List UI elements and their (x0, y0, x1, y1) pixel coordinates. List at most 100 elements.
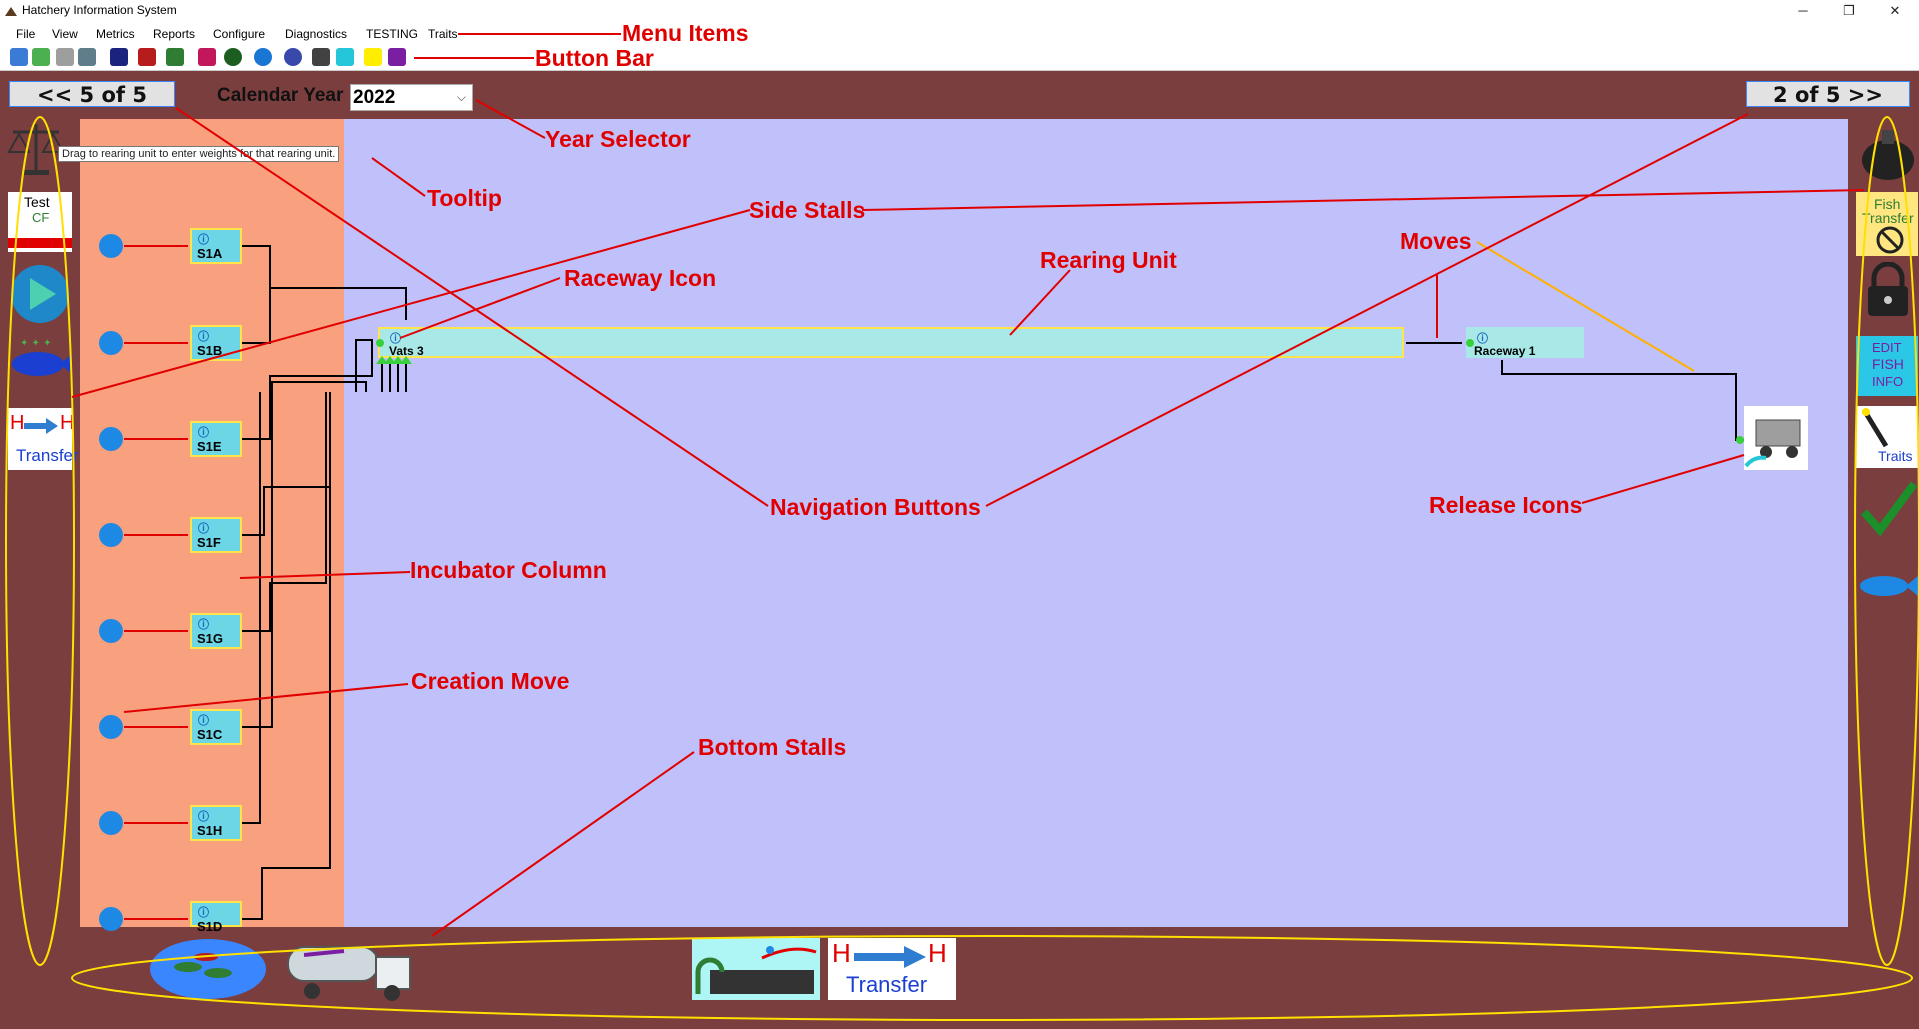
play-icon[interactable] (254, 48, 272, 66)
checkmark-icon[interactable] (1858, 478, 1918, 538)
edit-fish-info-stall[interactable]: EDIT FISH INFO (1856, 336, 1918, 396)
info-label: INFO (1872, 374, 1904, 389)
rearing-unit-label: Vats 3 (389, 344, 424, 358)
menu-metrics[interactable]: Metrics (96, 27, 135, 41)
pond-transfer-icon[interactable] (692, 938, 820, 1000)
incubator-stall[interactable]: ⓘ S1A (190, 228, 242, 264)
incubator-stall[interactable]: ⓘ S1H (190, 805, 242, 841)
nav-next-button[interactable]: 2 of 5 >> (1746, 81, 1910, 107)
annotation-tooltip: Tooltip (427, 185, 502, 211)
tools-icon[interactable] (312, 48, 330, 66)
annotation-creation-move: Creation Move (411, 668, 570, 694)
stall-label: S1E (197, 439, 222, 454)
stall-label: S1H (197, 823, 223, 838)
fish-play-icon[interactable] (10, 264, 70, 324)
restore-button[interactable]: ❐ (1843, 3, 1855, 18)
report-icon[interactable] (78, 48, 96, 66)
globe-icon[interactable] (224, 48, 242, 66)
calendar-icon[interactable] (166, 48, 184, 66)
chevron-down-icon: ⌵ (456, 90, 466, 104)
menu-file[interactable]: File (16, 27, 36, 41)
hatchery-transfer-bottom[interactable]: H H Transfer (828, 938, 956, 1000)
incubator-stall[interactable]: ⓘ S1D (190, 901, 242, 934)
incubator-stall[interactable]: ⓘ S1G (190, 613, 242, 649)
traits-stall[interactable]: Traits (1856, 406, 1918, 468)
annotation-incubator-column: Incubator Column (410, 557, 607, 583)
stall-label: S1G (197, 631, 224, 646)
nav-prev-button[interactable]: << 5 of 5 (9, 81, 175, 107)
menu-traits[interactable]: Traits (428, 27, 458, 41)
calendar-year-label: Calendar Year (217, 85, 344, 106)
window-title: Hatchery Information System (22, 3, 177, 17)
h-left-label: H (832, 938, 851, 968)
truck-icon[interactable] (284, 935, 414, 1005)
spec-icon[interactable] (336, 48, 354, 66)
info-icon: ⓘ (1477, 333, 1488, 345)
nav-icon[interactable] (10, 48, 28, 66)
incubator-stall[interactable]: ⓘ S1B (190, 325, 242, 361)
transfer-label: Transfer (1862, 210, 1914, 226)
save-icon[interactable] (32, 48, 50, 66)
h-left-label: H (10, 412, 25, 434)
incubator-stall[interactable]: ⓘ S1E (190, 421, 242, 457)
incubator-feeds (99, 234, 123, 931)
tooltip: Drag to rearing unit to enter weights fo… (58, 146, 340, 162)
svg-text:✦ ✦ ✦: ✦ ✦ ✦ (20, 338, 52, 349)
balance-icon[interactable] (110, 48, 128, 66)
star-icon[interactable] (388, 48, 406, 66)
close-button[interactable]: ✕ (1889, 3, 1901, 18)
info-icon: ⓘ (198, 907, 209, 919)
traits-label: Traits (1878, 448, 1913, 464)
t-icon[interactable] (364, 48, 382, 66)
transfer-label: Transfer (16, 446, 79, 465)
balance-scale-icon[interactable] (5, 118, 67, 178)
year-value: 2022 (353, 87, 396, 108)
info-icon: ⓘ (198, 427, 209, 439)
gauge-icon[interactable] (284, 48, 302, 66)
h-right-label: H (60, 412, 75, 434)
incubator-stall[interactable]: ⓘ S1C (190, 709, 242, 745)
incubator-stall[interactable]: ⓘ S1F (190, 517, 242, 553)
rearing-unit-label: Raceway 1 (1474, 344, 1536, 358)
fish-label: FISH (1872, 356, 1904, 372)
info-icon: ⓘ (198, 234, 209, 246)
chart-icon[interactable] (198, 48, 216, 66)
release-fish-icon[interactable] (1856, 556, 1918, 610)
test-label: Test (24, 194, 50, 210)
year-selector[interactable]: 2022 ⌵ (350, 84, 473, 111)
menu-configure[interactable]: Configure (213, 27, 266, 41)
stall-label: S1C (197, 727, 223, 742)
ship-icon[interactable] (138, 48, 156, 66)
print-icon[interactable] (56, 48, 74, 66)
release-icon[interactable] (1744, 406, 1808, 470)
h-right-label: H (928, 938, 947, 968)
lock-icon[interactable] (1862, 261, 1914, 322)
edit-label: EDIT (1872, 340, 1902, 355)
info-icon: ⓘ (198, 331, 209, 343)
cf-label: CF (32, 210, 50, 225)
rearing-unit-vats[interactable]: ⓘ Vats 3 (378, 327, 1404, 358)
title-bar (0, 0, 1919, 22)
menu-reports[interactable]: Reports (153, 27, 196, 41)
annotation-navigation-buttons: Navigation Buttons (770, 494, 981, 520)
info-icon: ⓘ (198, 619, 209, 631)
stall-label: S1A (197, 246, 223, 261)
hatchery-transfer-stall[interactable]: H H Transfer (8, 408, 79, 470)
stall-label: S1B (197, 343, 223, 358)
info-icon: ⓘ (390, 333, 401, 345)
annotation-button-bar: Button Bar (535, 45, 654, 71)
annotation-bottom-stalls: Bottom Stalls (698, 734, 847, 760)
annotation-moves: Moves (1400, 228, 1472, 254)
menu-view[interactable]: View (52, 27, 78, 41)
menu-diagnostics[interactable]: Diagnostics (285, 27, 348, 41)
rearing-unit-raceway[interactable]: ⓘ Raceway 1 (1466, 327, 1584, 358)
annotation-year-selector: Year Selector (545, 126, 691, 152)
red-bar (8, 238, 72, 248)
fish-stars-icon[interactable]: ✦ ✦ ✦ (8, 336, 72, 384)
info-icon: ⓘ (198, 811, 209, 823)
menu-testing[interactable]: TESTING (366, 27, 419, 41)
transfer-label: Transfer (846, 972, 928, 997)
minimize-button[interactable]: ─ (1798, 3, 1808, 18)
app-icon (4, 4, 18, 16)
